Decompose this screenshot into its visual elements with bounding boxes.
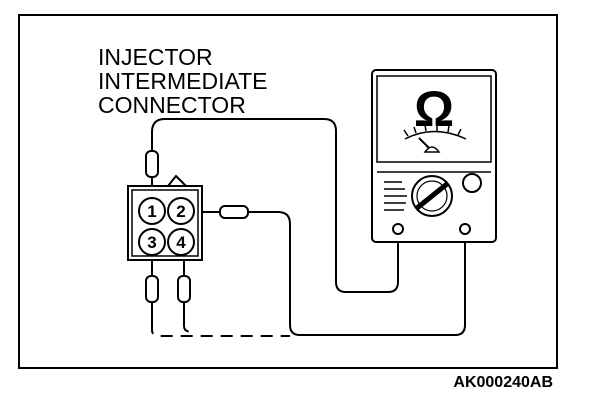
wire-dashed-pin3 — [151, 322, 290, 337]
probes — [145, 150, 249, 303]
connector-label: INJECTOR INTERMEDIATE CONNECTOR — [98, 44, 268, 118]
injector-intermediate-connector: 1 2 3 4 — [127, 174, 203, 261]
range-scale-marks — [384, 181, 407, 211]
range-selector-pointer — [415, 182, 449, 210]
ohm-icon: Ω — [414, 81, 454, 137]
zero-adjust-knob[interactable] — [462, 173, 482, 193]
probe-pin3 — [145, 275, 159, 303]
figure-code: AK000240AB — [453, 374, 553, 391]
meter-terminal-positive — [459, 223, 471, 235]
pin-1 — [138, 197, 166, 225]
meter-scale-ticks — [403, 124, 462, 137]
label-line-3: CONNECTOR — [98, 92, 246, 118]
pin-3 — [138, 228, 166, 256]
wire-pin2-to-meter — [248, 211, 466, 336]
figure-frame — [18, 14, 558, 369]
pin-3-label: 3 — [147, 233, 156, 252]
pin-1-label: 1 — [147, 202, 156, 221]
wire-pin1-to-meter — [151, 118, 399, 293]
probe-pin1 — [145, 150, 159, 178]
label-line-1: INJECTOR — [98, 44, 213, 70]
pin-4 — [167, 228, 195, 256]
wire-dashed-pin4 — [183, 322, 193, 333]
meter-needle-pivot — [423, 146, 441, 153]
ohmmeter: Ω — [371, 69, 497, 243]
label-line-2: INTERMEDIATE — [98, 68, 268, 94]
probe-pin4 — [177, 275, 191, 303]
probe-pin2 — [219, 205, 249, 219]
connector-lock-tab — [165, 174, 189, 187]
range-selector-ring — [416, 180, 448, 212]
meter-terminal-negative — [392, 223, 404, 235]
pin-2-label: 2 — [176, 202, 185, 221]
connector-inner-frame — [131, 189, 199, 257]
meter-scale-arc — [404, 130, 467, 140]
pin-4-label: 4 — [176, 233, 186, 252]
pin-2 — [167, 197, 195, 225]
